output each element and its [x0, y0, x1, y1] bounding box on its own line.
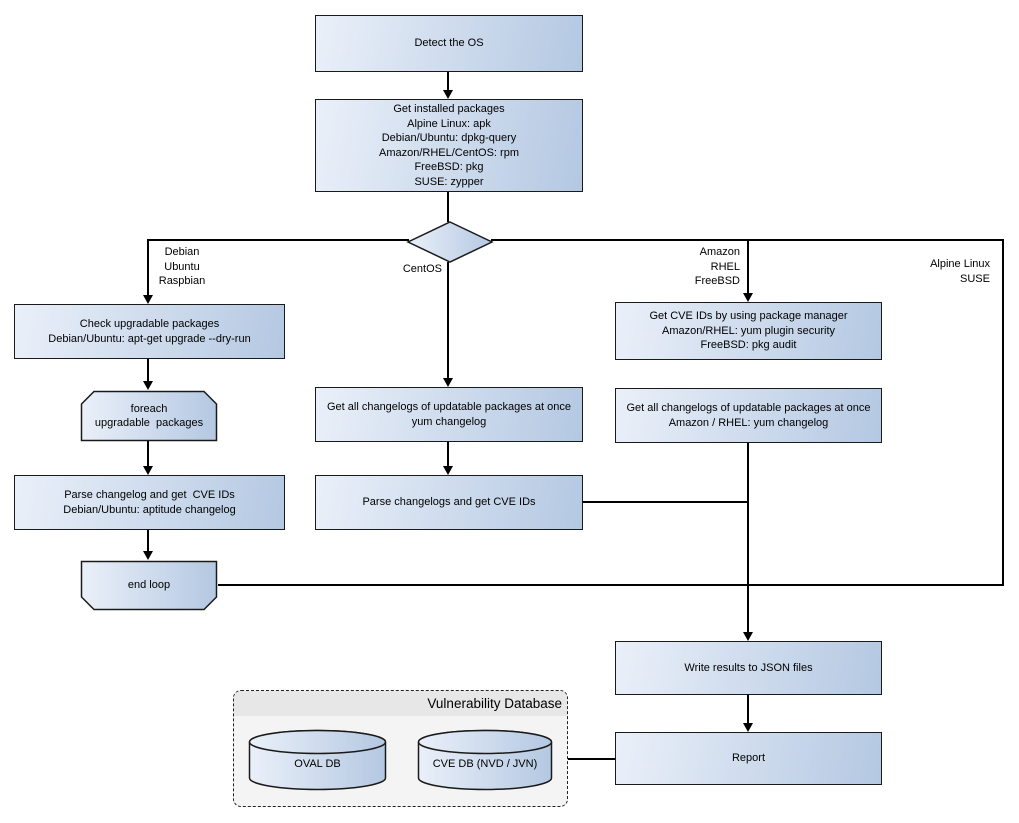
arrowhead-down-icon	[143, 295, 153, 304]
node-label: Check upgradable packages Debian/Ubuntu:…	[48, 318, 251, 345]
connector-detect-to-installed	[447, 71, 449, 91]
connector-amazon-branch	[747, 240, 749, 294]
node-end-loop: end loop	[80, 560, 218, 611]
branch-label-amazon: Amazon RHEL FreeBSD	[694, 246, 740, 287]
db-label: CVE DB (NVD / JVN)	[432, 758, 538, 770]
node-label: Parse changelog and get CVE IDs Debian/U…	[63, 489, 236, 516]
connector-endloop-merge	[218, 584, 1004, 586]
node-label: foreach upgradable packages	[94, 402, 204, 430]
connector-debian-branch	[147, 240, 149, 296]
database-cylinder-icon	[417, 729, 553, 791]
arrowhead-down-icon	[443, 378, 453, 387]
connector-centos-branch	[447, 262, 449, 379]
loop-end-shape-icon	[80, 560, 218, 611]
node-detect-os: Detect the OS	[315, 15, 583, 72]
db-cylinder-oval: OVAL DB	[248, 729, 387, 791]
connector-foreach-to-parse	[147, 440, 149, 467]
group-title: Vulnerability Database	[427, 696, 562, 711]
node-foreach-loop: foreach upgradable packages	[80, 390, 218, 442]
arrowhead-down-icon	[443, 90, 453, 99]
node-label: Report	[731, 752, 766, 765]
arrowhead-down-icon	[443, 466, 453, 475]
db-cylinder-cve: CVE DB (NVD / JVN)	[417, 729, 553, 791]
node-write-results-json: Write results to JSON files	[615, 641, 882, 695]
node-label: Get CVE IDs by using package manager Ama…	[649, 310, 848, 352]
connector-decision-left	[147, 239, 409, 241]
connector-write-to-report	[747, 695, 749, 724]
connector-merge-to-write	[747, 443, 749, 633]
arrowhead-down-icon	[743, 723, 753, 732]
arrowhead-down-icon	[143, 381, 153, 390]
connector-parse-centos-merge	[583, 501, 749, 503]
node-parse-changelog-debian: Parse changelog and get CVE IDs Debian/U…	[14, 475, 285, 530]
loop-begin-shape-icon	[80, 390, 218, 442]
node-label: Write results to JSON files	[684, 661, 813, 674]
arrowhead-down-icon	[743, 632, 753, 641]
node-get-changelogs-amazon: Get all changelogs of updatable packages…	[615, 388, 882, 443]
decision-diamond	[406, 220, 494, 264]
connector-cvedb-to-report	[556, 758, 615, 760]
diamond-shape-icon	[406, 221, 494, 263]
node-get-installed-packages: Get installed packages Alpine Linux: apk…	[315, 99, 583, 192]
node-label: Get installed packages Alpine Linux: apk…	[379, 103, 519, 188]
node-label: Parse changelogs and get CVE IDs	[362, 496, 536, 509]
branch-label-centos: CentOS	[402, 263, 442, 275]
connector-alpine-branch	[1002, 240, 1004, 586]
node-check-upgradable-packages: Check upgradable packages Debian/Ubuntu:…	[14, 304, 285, 359]
connector-parse-to-endloop	[147, 530, 149, 553]
arrowhead-down-icon	[143, 551, 153, 560]
db-label: OVAL DB	[294, 758, 341, 770]
node-label: end loop	[127, 579, 171, 592]
branch-label-alpine: Alpine Linux SUSE	[930, 258, 990, 285]
database-cylinder-icon	[248, 729, 387, 791]
connector-decision-right	[491, 239, 1004, 241]
node-get-cve-ids-package-manager: Get CVE IDs by using package manager Ama…	[615, 302, 882, 360]
node-parse-changelogs-centos: Parse changelogs and get CVE IDs	[315, 475, 583, 530]
node-label: Detect the OS	[414, 37, 484, 50]
connector-changelogs-to-parse-centos	[447, 442, 449, 467]
connector-check-to-foreach	[147, 359, 149, 382]
node-label: Get all changelogs of updatable packages…	[326, 401, 571, 428]
node-label: Get all changelogs of updatable packages…	[626, 402, 871, 429]
node-report: Report	[615, 732, 882, 785]
arrowhead-down-icon	[143, 466, 153, 475]
arrowhead-down-icon	[743, 293, 753, 302]
group-header: Vulnerability Database	[234, 691, 567, 716]
node-get-changelogs-centos: Get all changelogs of updatable packages…	[315, 387, 583, 442]
branch-label-debian: Debian Ubuntu Raspbian	[158, 246, 206, 287]
connector-installed-to-decision	[447, 192, 449, 222]
